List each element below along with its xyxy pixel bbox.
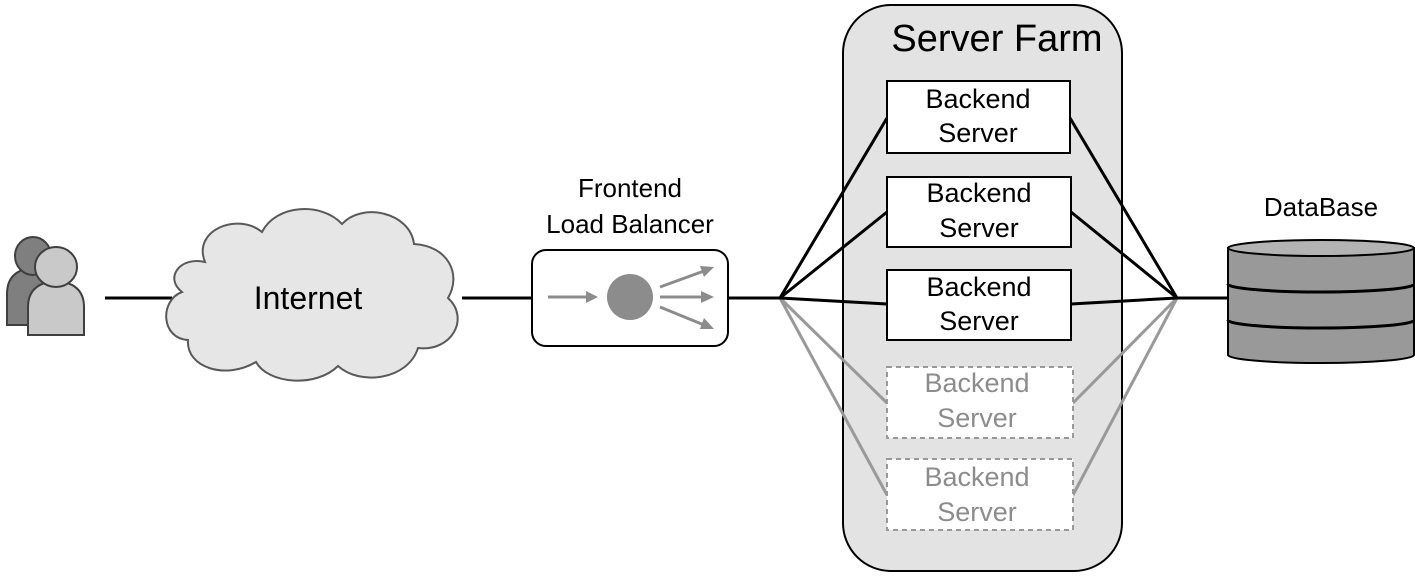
load-balancer-title-line2: Load Balancer (546, 209, 714, 239)
backend-server-label-line2: Server (939, 306, 1019, 336)
backend-server-label-line1: Backend (925, 84, 1030, 114)
backend-server: Backend Server (886, 269, 1072, 341)
backend-server: Backend Server (886, 176, 1072, 248)
backend-server-label-line1: Backend (926, 178, 1031, 208)
cloud-icon: Internet (165, 208, 459, 382)
load-balancer-title-line1: Frontend (578, 173, 682, 203)
backend-server: Backend Server (886, 80, 1071, 154)
backend-server-standby: Backend Server (886, 366, 1074, 439)
load-balancer-icon (531, 249, 729, 347)
backend-server-label-line1: Backend (924, 462, 1029, 492)
backend-server-label-line2: Server (938, 118, 1018, 148)
database-label: DataBase (1264, 192, 1378, 222)
backend-server-label-line2: Server (937, 497, 1017, 527)
internet-label: Internet (254, 280, 363, 316)
backend-server-label-line2: Server (937, 403, 1017, 433)
backend-server-standby: Backend Server (886, 458, 1074, 531)
database-icon (1226, 239, 1415, 364)
active-connections (105, 117, 1228, 306)
backend-server-label-line1: Backend (924, 368, 1029, 398)
server-farm-title: Server Farm (891, 18, 1102, 60)
backend-server-label-line1: Backend (926, 272, 1031, 302)
users-icon (6, 236, 85, 336)
standby-connections (778, 296, 1179, 496)
backend-server-label-line2: Server (939, 213, 1019, 243)
